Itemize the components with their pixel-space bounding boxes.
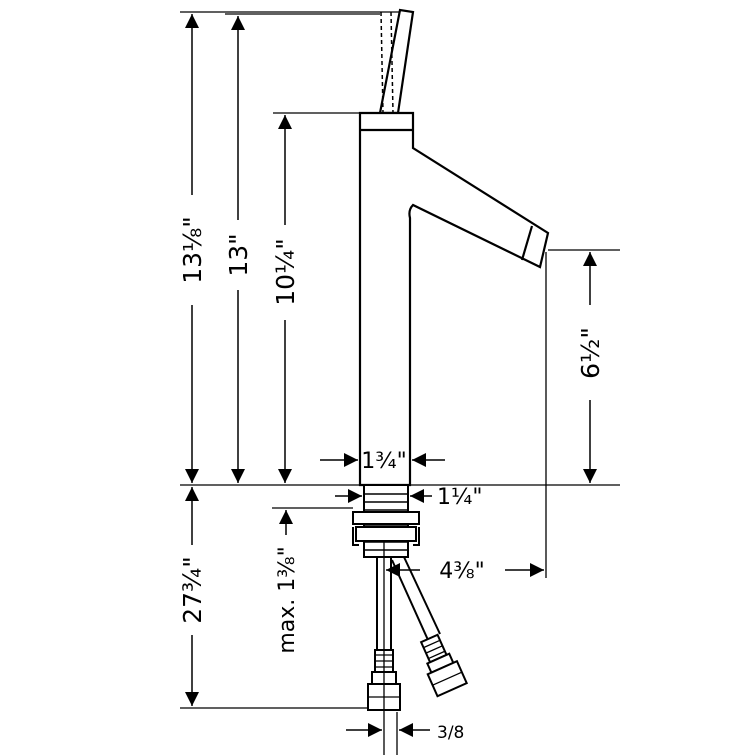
nut-tabs [352, 527, 420, 546]
lever-handle [378, 8, 415, 115]
label-thread-diameter: 1¼" [437, 485, 482, 510]
extension-lines [180, 11, 620, 755]
mounting-nut [352, 511, 420, 525]
label-hose-length: 27¾" [178, 556, 207, 624]
lock-nut [355, 526, 417, 542]
mounting-assembly [352, 484, 420, 558]
label-total-height: 13⅛" [178, 216, 207, 284]
label-max-deck-thickness: max. 1⅜" [275, 546, 300, 653]
lever-open-position [380, 11, 394, 114]
label-base-diameter: 1¾" [361, 449, 406, 474]
label-spout-height: 13" [224, 233, 253, 276]
faucet-body [358, 111, 550, 487]
dimension-lines [185, 13, 597, 737]
faucet-outline [358, 8, 550, 487]
label-outlet-height: 6½" [576, 327, 605, 379]
dimension-labels: 13⅛" 13" 10¼" 6½" 1¾" 1¼" 4⅜" max. 1⅜" 2… [178, 216, 605, 743]
label-hose-connection: 3/8 [437, 723, 464, 743]
label-reach: 4⅜" [439, 559, 484, 584]
aerator-line [520, 225, 534, 261]
label-body-height: 10¼" [271, 238, 300, 306]
